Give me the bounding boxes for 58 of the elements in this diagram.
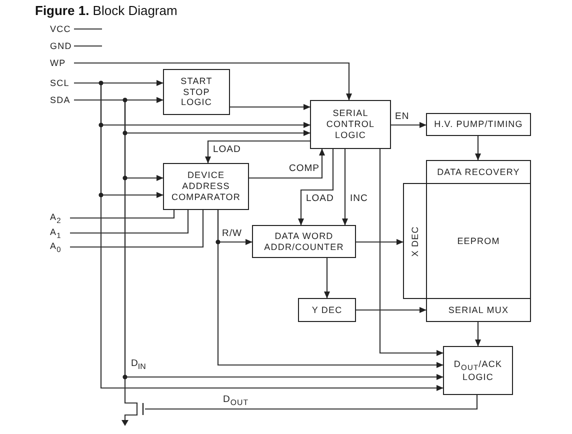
block-box (403, 183, 427, 299)
block-box (163, 69, 230, 115)
arrow (391, 122, 426, 128)
arrow (217, 210, 444, 368)
block-label: H.V. PUMP/TIMING (434, 119, 523, 130)
edge-label: R/W (221, 229, 243, 240)
pin-label: WP (50, 56, 74, 70)
arrow (230, 104, 310, 110)
block-label: DATA WORD ADDR/COUNTER (263, 230, 345, 252)
arrow (249, 148, 325, 179)
figure-title: Figure 1. Block Diagram (35, 3, 178, 18)
edge-label: D$_{OUT}$ (222, 395, 250, 408)
arrow (342, 149, 348, 226)
arrow (205, 140, 310, 164)
edge-label: LOAD (305, 194, 335, 204)
pin-label: SDA (50, 93, 74, 107)
arrow (475, 322, 481, 346)
arrow (475, 136, 481, 160)
arrow (74, 62, 352, 100)
edge-label: COMP (288, 164, 320, 174)
pin-label: A$_{0}$ (50, 240, 70, 254)
block-label: SERIAL MUX (448, 304, 509, 316)
pin-label: A$_{2}$ (50, 211, 70, 225)
block-label: X DEC (410, 226, 420, 256)
arrow (324, 258, 330, 298)
block-label: EEPROM (457, 236, 500, 246)
transistor-symbol (121, 400, 145, 428)
edge-label: INC (349, 194, 369, 204)
connector-line (70, 210, 175, 219)
connector-line (70, 210, 204, 248)
connector-line (74, 28, 102, 30)
block-box (298, 298, 356, 322)
block-box (426, 113, 531, 136)
block-box (426, 160, 531, 184)
block-box (252, 225, 356, 258)
block-box (163, 163, 249, 210)
arrow (356, 307, 426, 313)
connector-line (74, 45, 102, 47)
pin-label: SCL (50, 76, 74, 90)
arrow (298, 149, 334, 226)
block-label: DEVICE ADDRESS COMPARATOR (170, 170, 242, 203)
pin-label: GND (50, 39, 74, 53)
arrow (356, 239, 404, 245)
block-box (310, 100, 391, 149)
connector-line (70, 210, 189, 234)
block-box (443, 346, 513, 395)
pin-label: VCC (50, 22, 74, 36)
block-label: Y DEC (312, 304, 342, 316)
block-label: START STOP LOGIC (180, 76, 214, 108)
block-label: DATA RECOVERY (437, 166, 520, 178)
edge-label: LOAD (212, 145, 242, 156)
block-label: SERIAL CONTROL LOGIC (325, 108, 376, 141)
signal-label: D$_{IN}$ (131, 358, 146, 371)
block-label: D$_{OUT}$/ACK LOGIC (452, 358, 504, 382)
pin-label: A$_{1}$ (50, 226, 70, 240)
connector-line (145, 395, 478, 410)
block-box (426, 298, 531, 322)
arrow (379, 149, 444, 356)
